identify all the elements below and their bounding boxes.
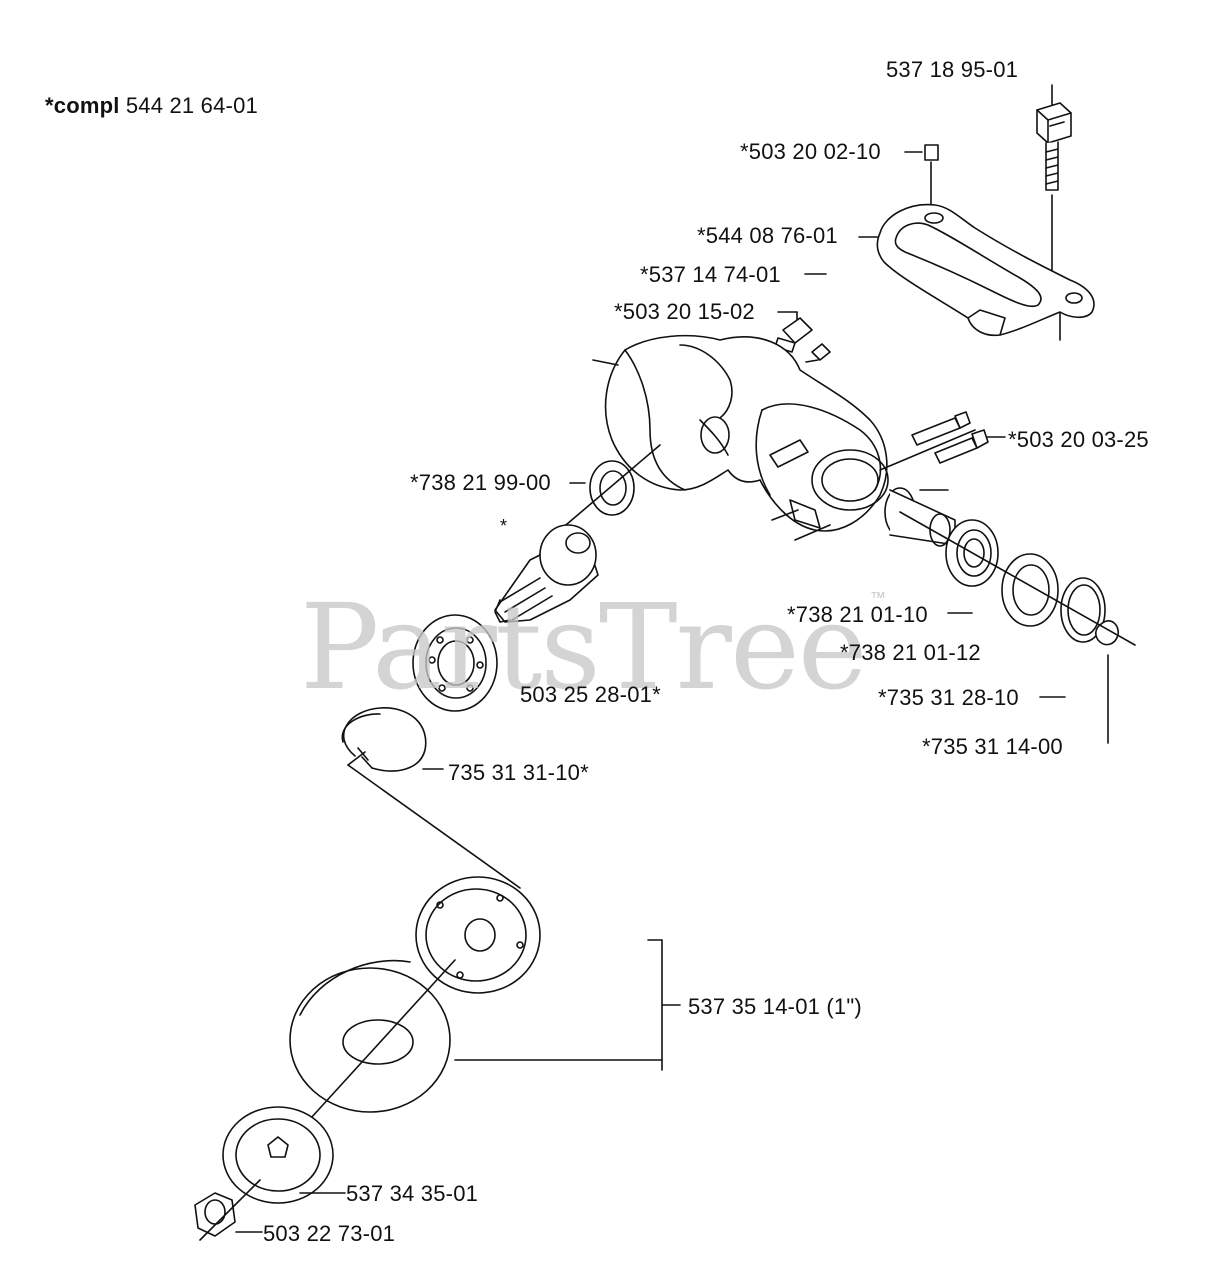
part-label: *738 21 01-12 [840,640,981,665]
plug [774,311,831,363]
watermark-trademark: ™ [870,590,886,607]
part-label: 503 22 73-01 [263,1221,396,1246]
lower-cup [222,1106,346,1204]
part-label: *735 31 28-10 [878,685,1019,710]
upper-drive-disc [415,876,541,994]
part-label: 537 34 35-01 [346,1181,479,1206]
part-label: *738 21 01-10 [787,602,928,627]
part-label: *544 08 76-01 [697,223,838,248]
bevel-gear: * [494,516,599,623]
nut [194,1179,263,1241]
part-label: *503 20 03-25 [1008,427,1149,452]
part-label: 735 31 31-10* [448,760,589,785]
oil-seal [559,444,661,531]
large-washer [289,959,456,1131]
right-bearings [899,511,1136,744]
svg-text:*: * [500,516,507,536]
axis-joint [347,751,366,766]
compl-number: 544 21 64-01 [125,93,258,118]
part-label: *503 20 02-10 [740,139,881,164]
cover-plate [858,203,1095,337]
small-screw [904,144,939,211]
gear-housing [592,334,889,541]
part-label: *738 21 99-00 [410,470,551,495]
part-label: *503 20 15-02 [614,299,755,324]
complete-assembly-label: *compl 544 21 64-01 [45,95,258,117]
clamp-screw [1036,84,1072,341]
part-label: 503 25 28-01* [520,682,661,707]
part-label: *735 31 14-00 [922,734,1063,759]
circlip [341,707,444,772]
bracket-lines [454,939,681,1071]
watermark-text: PartsTree [300,578,868,716]
assembly-axis-line [347,764,521,889]
part-label: 537 35 14-01 (1") [688,994,862,1019]
compl-prefix: *compl [45,93,120,118]
part-label: *537 14 74-01 [640,262,781,287]
part-label: 537 18 95-01 [886,57,1019,82]
housing-bolts [879,411,1006,471]
ball-bearing-left [412,614,498,712]
